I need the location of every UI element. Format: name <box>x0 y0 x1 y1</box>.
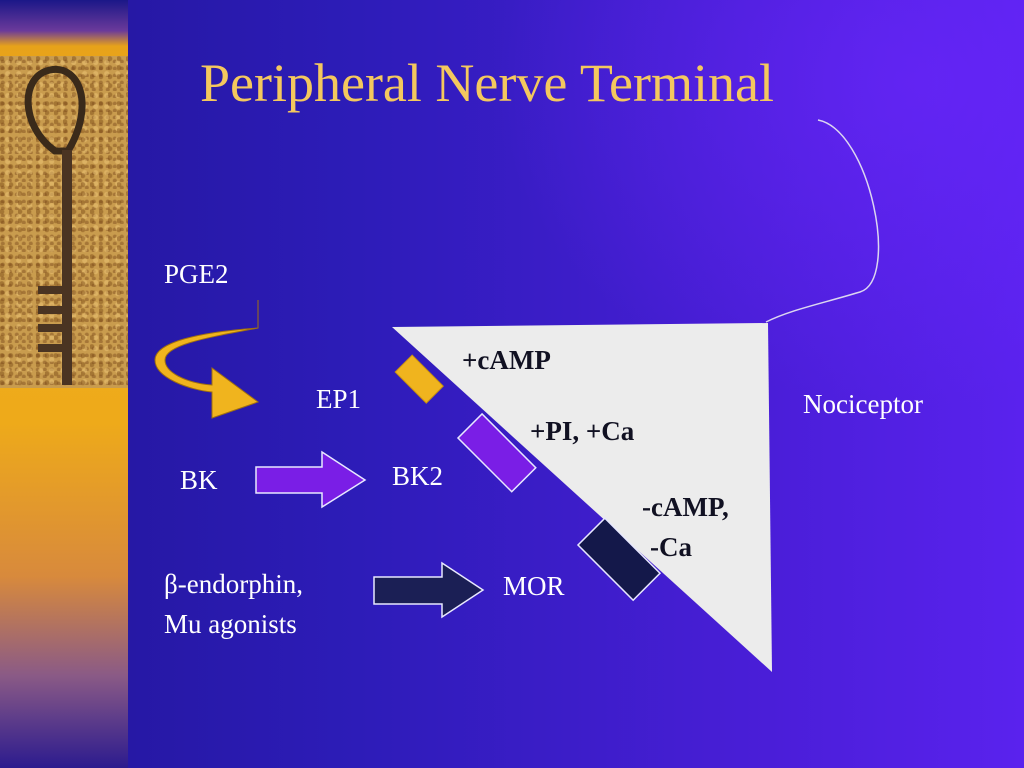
ca-decrease-label: -Ca <box>650 532 692 562</box>
bk2-receptor <box>456 412 537 493</box>
mor-arrow <box>373 561 485 619</box>
bk-arrow <box>255 450 367 509</box>
beta-endorphin-label: β-endorphin, <box>164 569 303 599</box>
nociceptor-label: Nociceptor <box>803 389 923 419</box>
ep1-receptor <box>394 354 444 404</box>
nerve-fiber-line <box>765 119 880 323</box>
slide-title: Peripheral Nerve Terminal <box>200 53 774 113</box>
ep1-label: EP1 <box>316 384 362 414</box>
camp-increase-label: +cAMP <box>462 345 551 375</box>
camp-decrease-label: -cAMP, <box>642 492 729 522</box>
key-icon <box>24 65 86 385</box>
pi-ca-increase-label: +PI, +Ca <box>530 416 635 446</box>
pge2-curved-arrow <box>154 300 260 419</box>
key-photo <box>0 56 128 388</box>
mor-label: MOR <box>503 571 565 601</box>
nerve-terminal-triangle <box>392 323 772 672</box>
mu-agonists-label: Mu agonists <box>164 609 297 639</box>
bk2-label: BK2 <box>392 461 444 491</box>
bk-label: BK <box>180 465 218 495</box>
mor-receptor <box>576 517 662 602</box>
pge2-label: PGE2 <box>164 259 229 289</box>
